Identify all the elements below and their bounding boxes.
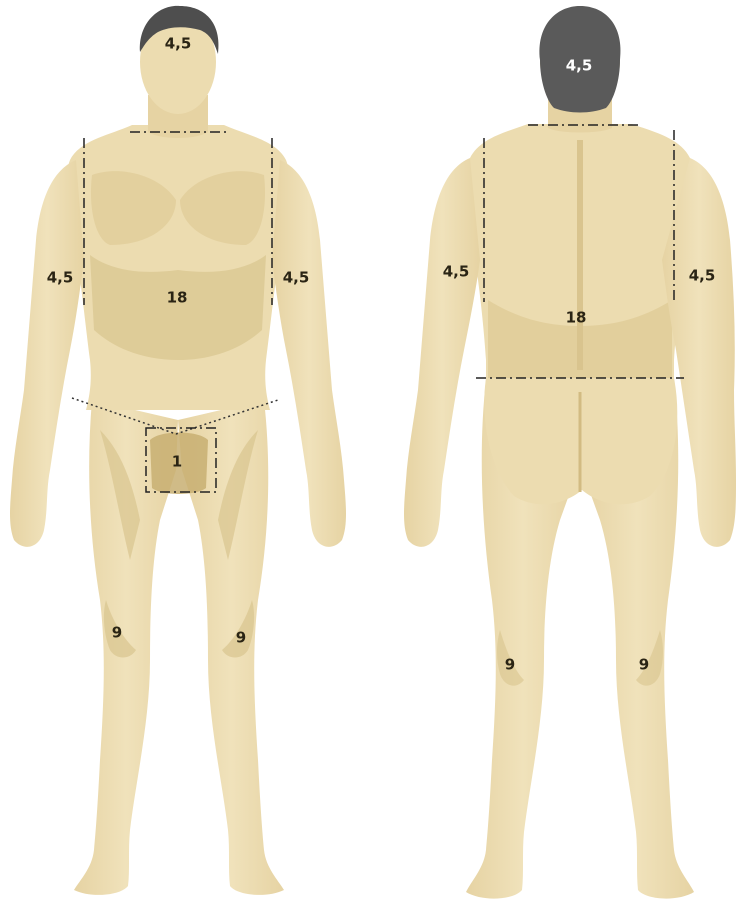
front-left-leg-percent: 9 bbox=[236, 631, 246, 646]
front-left-arm bbox=[272, 160, 346, 547]
front-left-arm-percent: 4,5 bbox=[283, 271, 310, 286]
back-left-leg-percent: 9 bbox=[505, 658, 515, 673]
front-trunk-percent: 18 bbox=[167, 291, 188, 306]
back-figure bbox=[404, 6, 736, 899]
front-right-leg-percent: 9 bbox=[112, 626, 122, 641]
front-figure bbox=[10, 6, 346, 895]
front-genitals-percent: 1 bbox=[172, 455, 182, 470]
front-right-arm bbox=[10, 160, 84, 547]
back-head-percent: 4,5 bbox=[566, 59, 593, 74]
front-head-percent: 4,5 bbox=[165, 37, 192, 52]
back-right-leg-percent: 9 bbox=[639, 658, 649, 673]
back-left-arm bbox=[404, 158, 480, 547]
back-right-arm-percent: 4,5 bbox=[689, 269, 716, 284]
back-left-arm-percent: 4,5 bbox=[443, 265, 470, 280]
front-abdomen-shade bbox=[90, 255, 266, 360]
back-trunk-percent: 18 bbox=[566, 311, 587, 326]
front-right-arm-percent: 4,5 bbox=[47, 271, 74, 286]
